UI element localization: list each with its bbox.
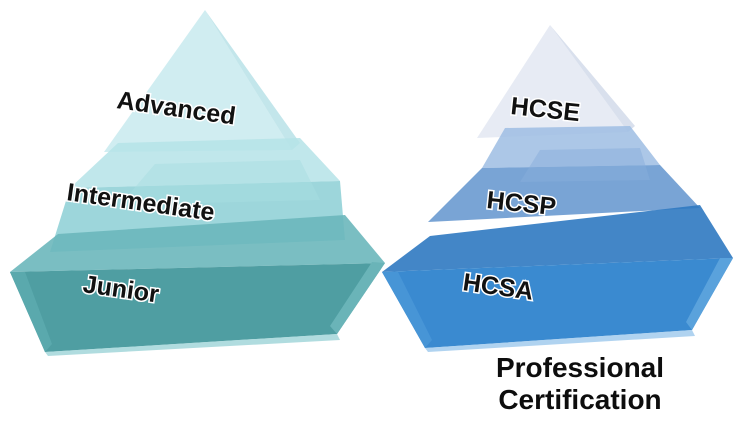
right-tier-hcse — [477, 25, 635, 138]
caption-line-1: Professional — [495, 352, 665, 383]
right-hcsa-bottom-edge — [425, 330, 695, 352]
right-tier-hcsp — [428, 126, 700, 222]
left-junior-top-face — [10, 215, 385, 272]
professional-certification-caption: Professional Certification — [430, 352, 730, 416]
right-hcse-front-face — [477, 25, 628, 138]
left-tier-advanced — [104, 10, 300, 152]
right-hcsp-inner-face — [520, 148, 650, 182]
right-hcsa-top-face — [382, 205, 733, 272]
left-junior-right-face — [330, 262, 385, 334]
left-junior-bottom-edge — [45, 334, 340, 356]
caption-line-2: Certification — [498, 384, 662, 415]
right-hcsa-front-face — [382, 258, 733, 348]
left-junior-left-face — [10, 272, 52, 352]
right-hcsa-right-face — [686, 258, 733, 330]
right-tier-hcsa — [382, 205, 733, 352]
left-pyramid: Advanced Intermediate Junior — [10, 10, 385, 356]
right-hcsa-left-face — [382, 272, 432, 348]
left-junior-front-face — [10, 263, 385, 352]
left-tier-junior — [10, 215, 385, 356]
right-pyramid: HCSE HCSP HCSA — [382, 25, 733, 352]
left-intermediate-inner-face — [120, 160, 320, 205]
left-advanced-front-face — [104, 10, 292, 152]
right-hcse-right-face — [550, 25, 635, 132]
left-advanced-right-face — [205, 10, 300, 150]
